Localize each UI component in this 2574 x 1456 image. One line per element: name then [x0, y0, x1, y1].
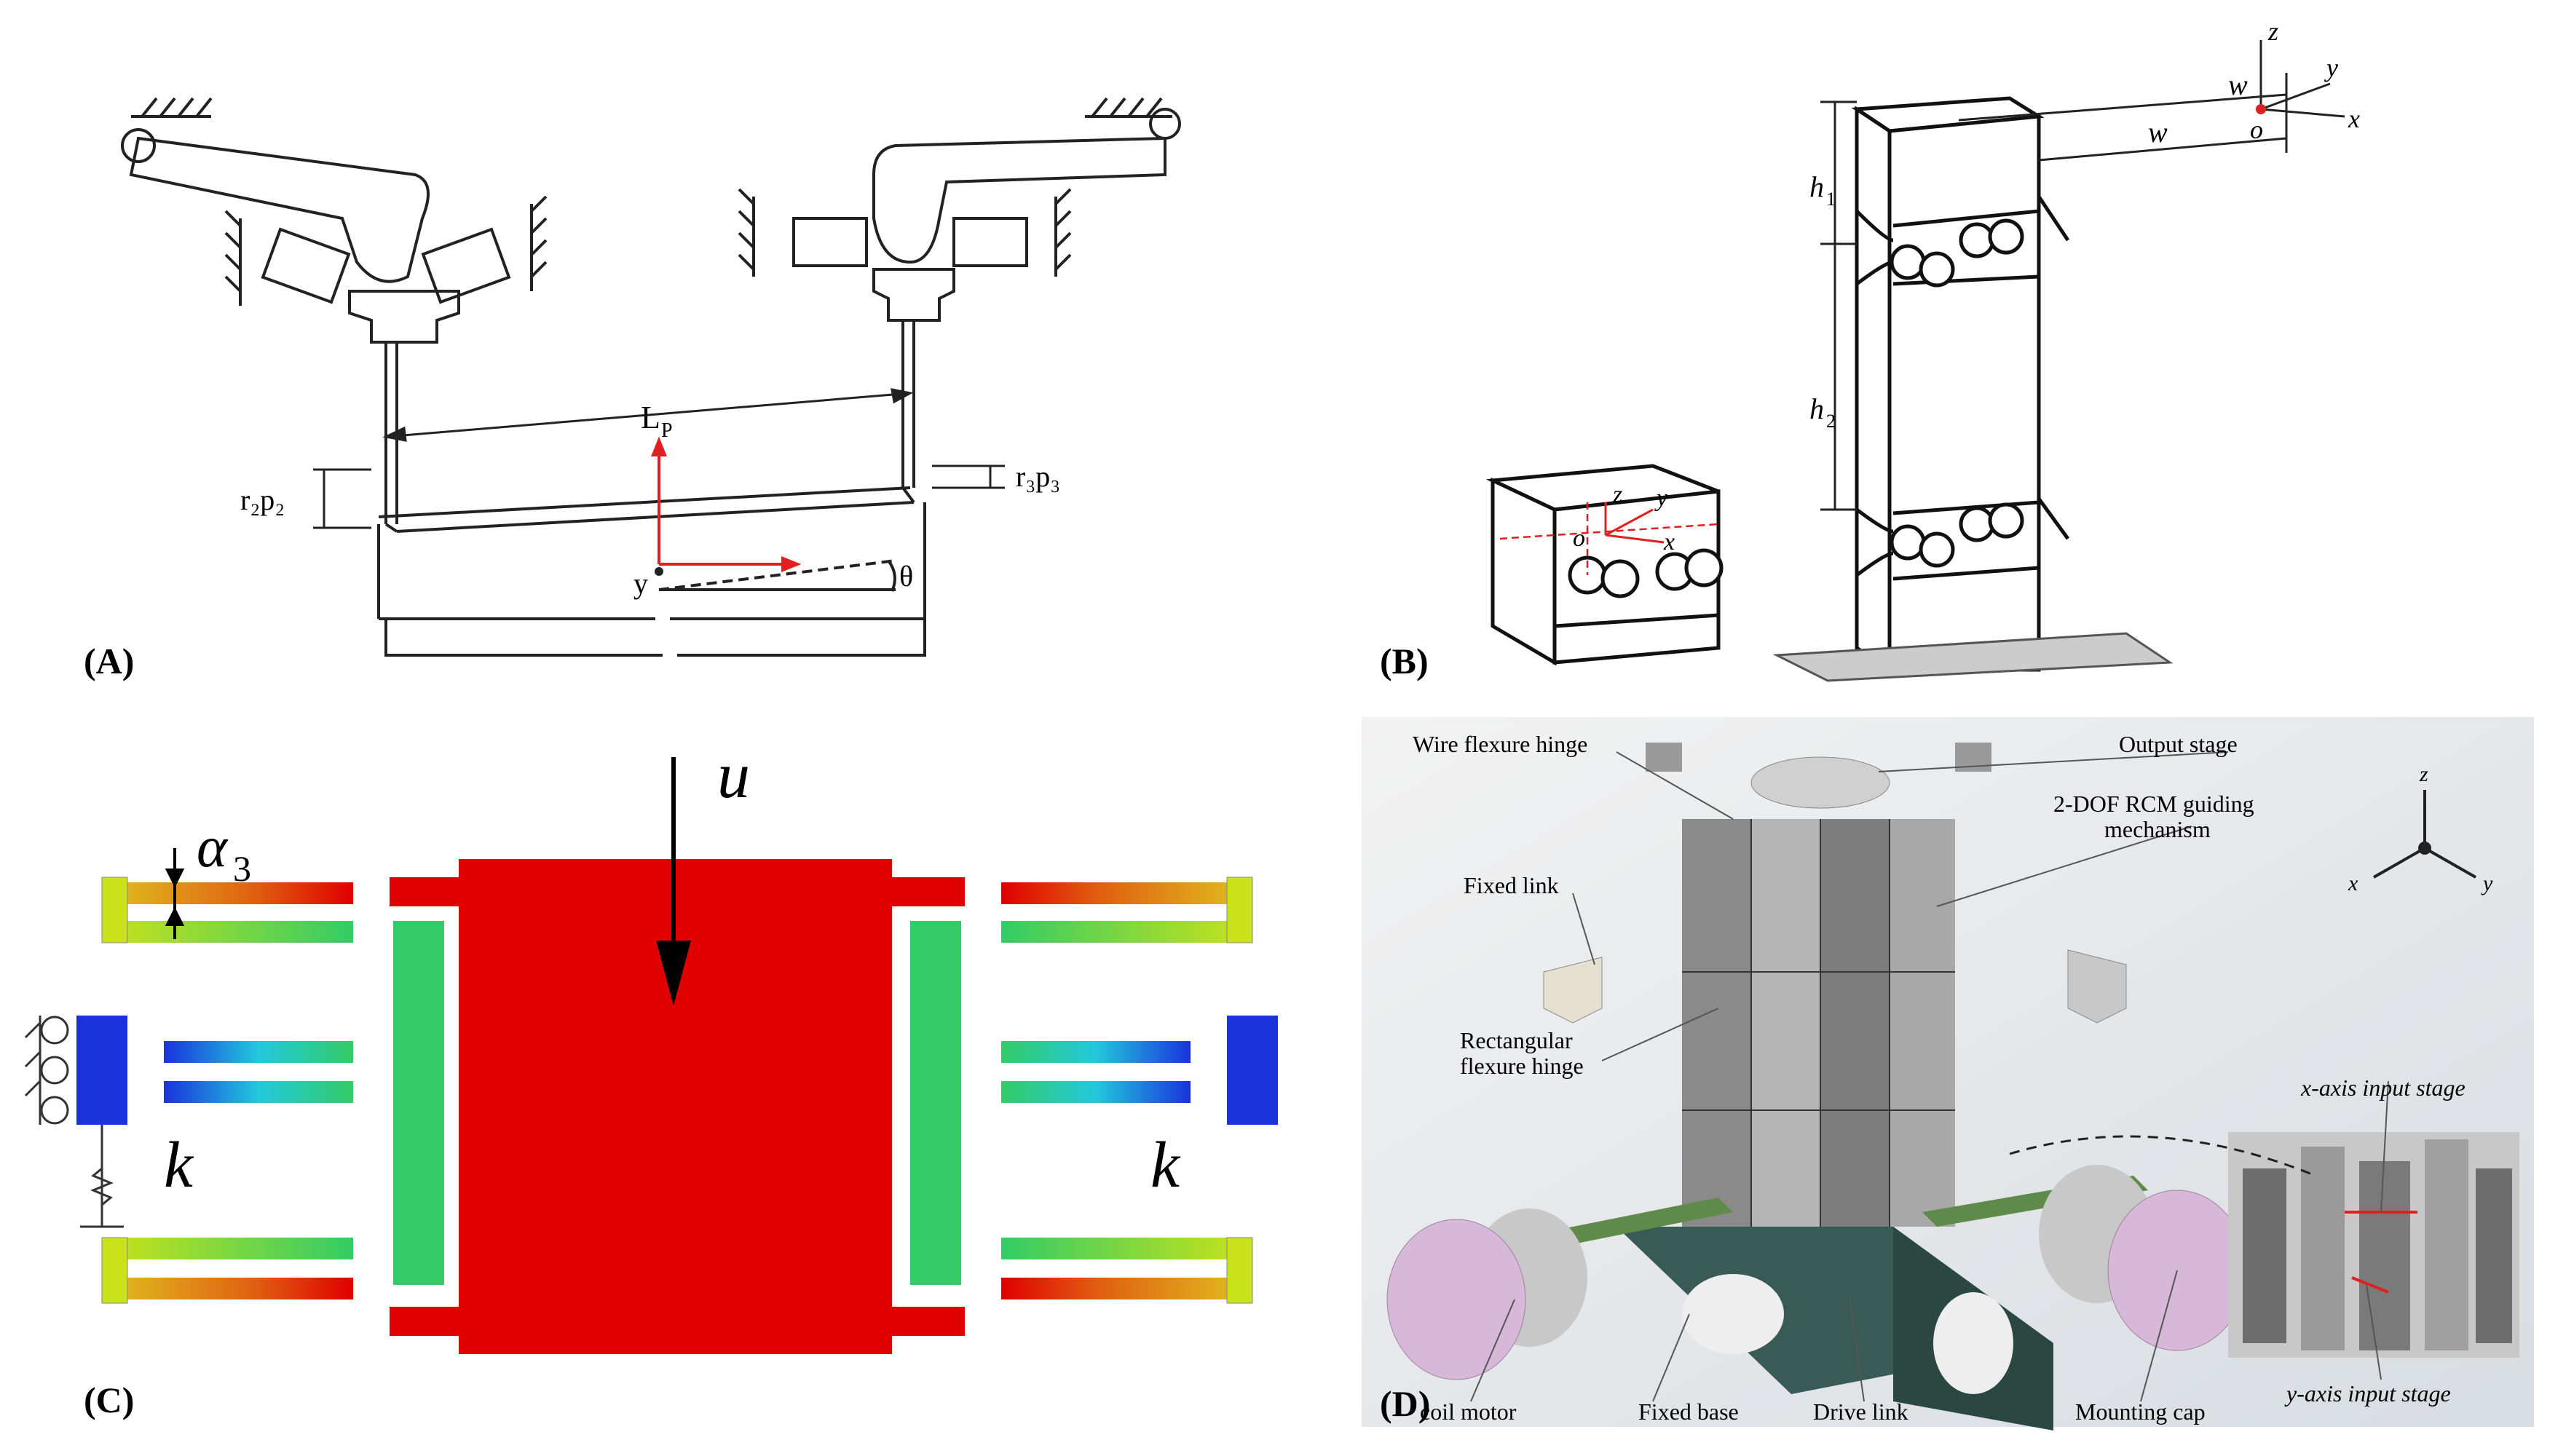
post-right [901, 320, 915, 488]
label-axis-z: z [2267, 17, 2278, 46]
label-output-stage: Output stage [2119, 731, 2238, 757]
base-hole-left [1682, 1274, 1784, 1354]
lever-arm-right [872, 136, 1166, 264]
right-flexure-array [910, 877, 1278, 1304]
left-flexure-array [24, 877, 444, 1304]
fixed-link-right [2067, 949, 2127, 1024]
flexure-blocks-left [224, 195, 548, 344]
wire-hinge-block-left [1646, 743, 1682, 772]
panel-c-drawing: u k α 3 [24, 740, 1278, 1420]
cube-label-z: z [1612, 481, 1622, 508]
panel-b-drawing: z y x o h 1 h 2 w w z y x o (B) [1380, 17, 2360, 682]
label-axis-y-b: y [2324, 53, 2338, 82]
label-r3p3: r₃p₃ [1016, 460, 1060, 493]
label-axis-x: x [2348, 104, 2360, 133]
label-fixed-base: Fixed base [1638, 1398, 1739, 1425]
tilted-platform [378, 486, 915, 533]
label-rcm-line1: 2-DOF RCM guiding [2053, 791, 2254, 817]
pivot-left [121, 128, 156, 163]
panel-a-tag: (A) [84, 641, 134, 681]
label-h1-sub: 1 [1826, 189, 1836, 210]
panel-a-kinematic-diagram: L P r₂p₂ r₃p₃ y θ (A) [0, 0, 1282, 703]
fixed-link-left [1543, 957, 1603, 1024]
label-h2: h [1809, 392, 1824, 425]
triad-origin [2418, 842, 2431, 855]
cube-label-y: y [1654, 485, 1668, 512]
label-fixed-link: Fixed link [1464, 872, 1559, 898]
label-axis-z-d: z [2419, 762, 2428, 786]
label-x-axis-input: x-axis input stage [2300, 1075, 2466, 1101]
ground-hatch-left [131, 97, 213, 118]
cube-local-frame [1499, 502, 1719, 575]
output-stage-disc [1750, 756, 1890, 809]
base-hole-right [1933, 1292, 2013, 1394]
label-alpha: α [197, 815, 229, 879]
label-y-axis-input: y-axis input stage [2284, 1380, 2451, 1406]
label-w1: w [2228, 68, 2248, 101]
axis-triad-d [2373, 790, 2476, 879]
panel-d-cad-rendering: z x y Wire flexure hinge Output stage 2-… [1282, 703, 2574, 1456]
panel-c-tag: (C) [84, 1380, 134, 1420]
label-h2-sub: 2 [1826, 411, 1836, 432]
tall-flexure-column [1851, 96, 2070, 673]
dimension-widths [1958, 73, 2288, 162]
dimension-lp [382, 388, 914, 442]
label-rect-hinge-line2: flexure hinge [1460, 1053, 1584, 1079]
inset-pointer [2009, 1135, 2316, 1177]
panel-d-drawing: z x y Wire flexure hinge Output stage 2-… [1362, 717, 2534, 1431]
input-force-arrow [656, 757, 691, 1006]
rcm-column [1682, 819, 1955, 1227]
label-h1: h [1809, 170, 1824, 203]
label-w2: w [2148, 116, 2168, 149]
dimension-r3p3 [932, 464, 1005, 489]
inset-input-stages [2228, 1132, 2519, 1358]
label-k-right: k [1150, 1129, 1181, 1201]
label-rect-hinge-line1: Rectangular [1460, 1027, 1573, 1053]
dimension-heights [1820, 100, 1857, 511]
label-r2p2: r₂p₂ [240, 483, 285, 516]
coil-motor-left [1386, 1208, 1587, 1380]
label-rcm-line2: mechanism [2104, 816, 2211, 842]
global-axes [2259, 40, 2345, 118]
dimension-r2p2 [313, 468, 371, 529]
panel-a-drawing: L P r₂p₂ r₃p₃ y θ (A) [84, 97, 1181, 681]
coil-motor-right [2039, 1165, 2247, 1351]
label-lp-sub: P [661, 419, 673, 442]
coordinate-axes-red [651, 436, 802, 572]
label-k-left: k [164, 1129, 194, 1201]
label-wire-flexure-hinge: Wire flexure hinge [1413, 731, 1587, 757]
component-labels: Wire flexure hinge Output stage 2-DOF RC… [1413, 731, 2466, 1425]
leader-lines [1470, 751, 2389, 1402]
label-theta: θ [899, 560, 913, 593]
pivot-right [1149, 108, 1181, 140]
cube-label-x: x [1663, 529, 1675, 555]
label-coil-motor: coil motor [1420, 1398, 1517, 1425]
ground-hatch-right [1085, 97, 1172, 118]
label-axis-x-d: x [2348, 871, 2358, 895]
panel-b-flexure-model: z y x o h 1 h 2 w w z y x o (B) [1282, 0, 2574, 703]
label-u: u [717, 740, 750, 812]
global-origin [2256, 104, 2266, 114]
angle-indicator [658, 559, 896, 592]
label-alpha-sub: 3 [233, 848, 251, 889]
flexure-unit-cube [1485, 464, 1724, 666]
label-drive-link: Drive link [1813, 1398, 1908, 1425]
frame-bottom [384, 619, 926, 657]
panel-b-tag: (B) [1380, 641, 1429, 681]
cube-label-origin: o [1573, 525, 1585, 552]
cube-axes [1604, 502, 1665, 544]
origin-point [655, 567, 663, 576]
label-origin-o: o [2250, 115, 2263, 144]
label-mounting-cap: Mounting cap [2075, 1398, 2206, 1425]
ground-plate [1772, 632, 2174, 682]
label-axis-y-d: y [2481, 871, 2493, 895]
frame-sides [377, 502, 926, 619]
panel-d-tag: (D) [1380, 1383, 1430, 1424]
angle-alpha-marker [165, 848, 185, 939]
label-lp: L [641, 400, 660, 435]
panel-c-stress-distribution: u k α 3 [0, 703, 1282, 1456]
label-axis-y: y [633, 567, 648, 600]
flexure-blocks-right [738, 188, 1072, 322]
lever-arm-left [129, 136, 430, 283]
